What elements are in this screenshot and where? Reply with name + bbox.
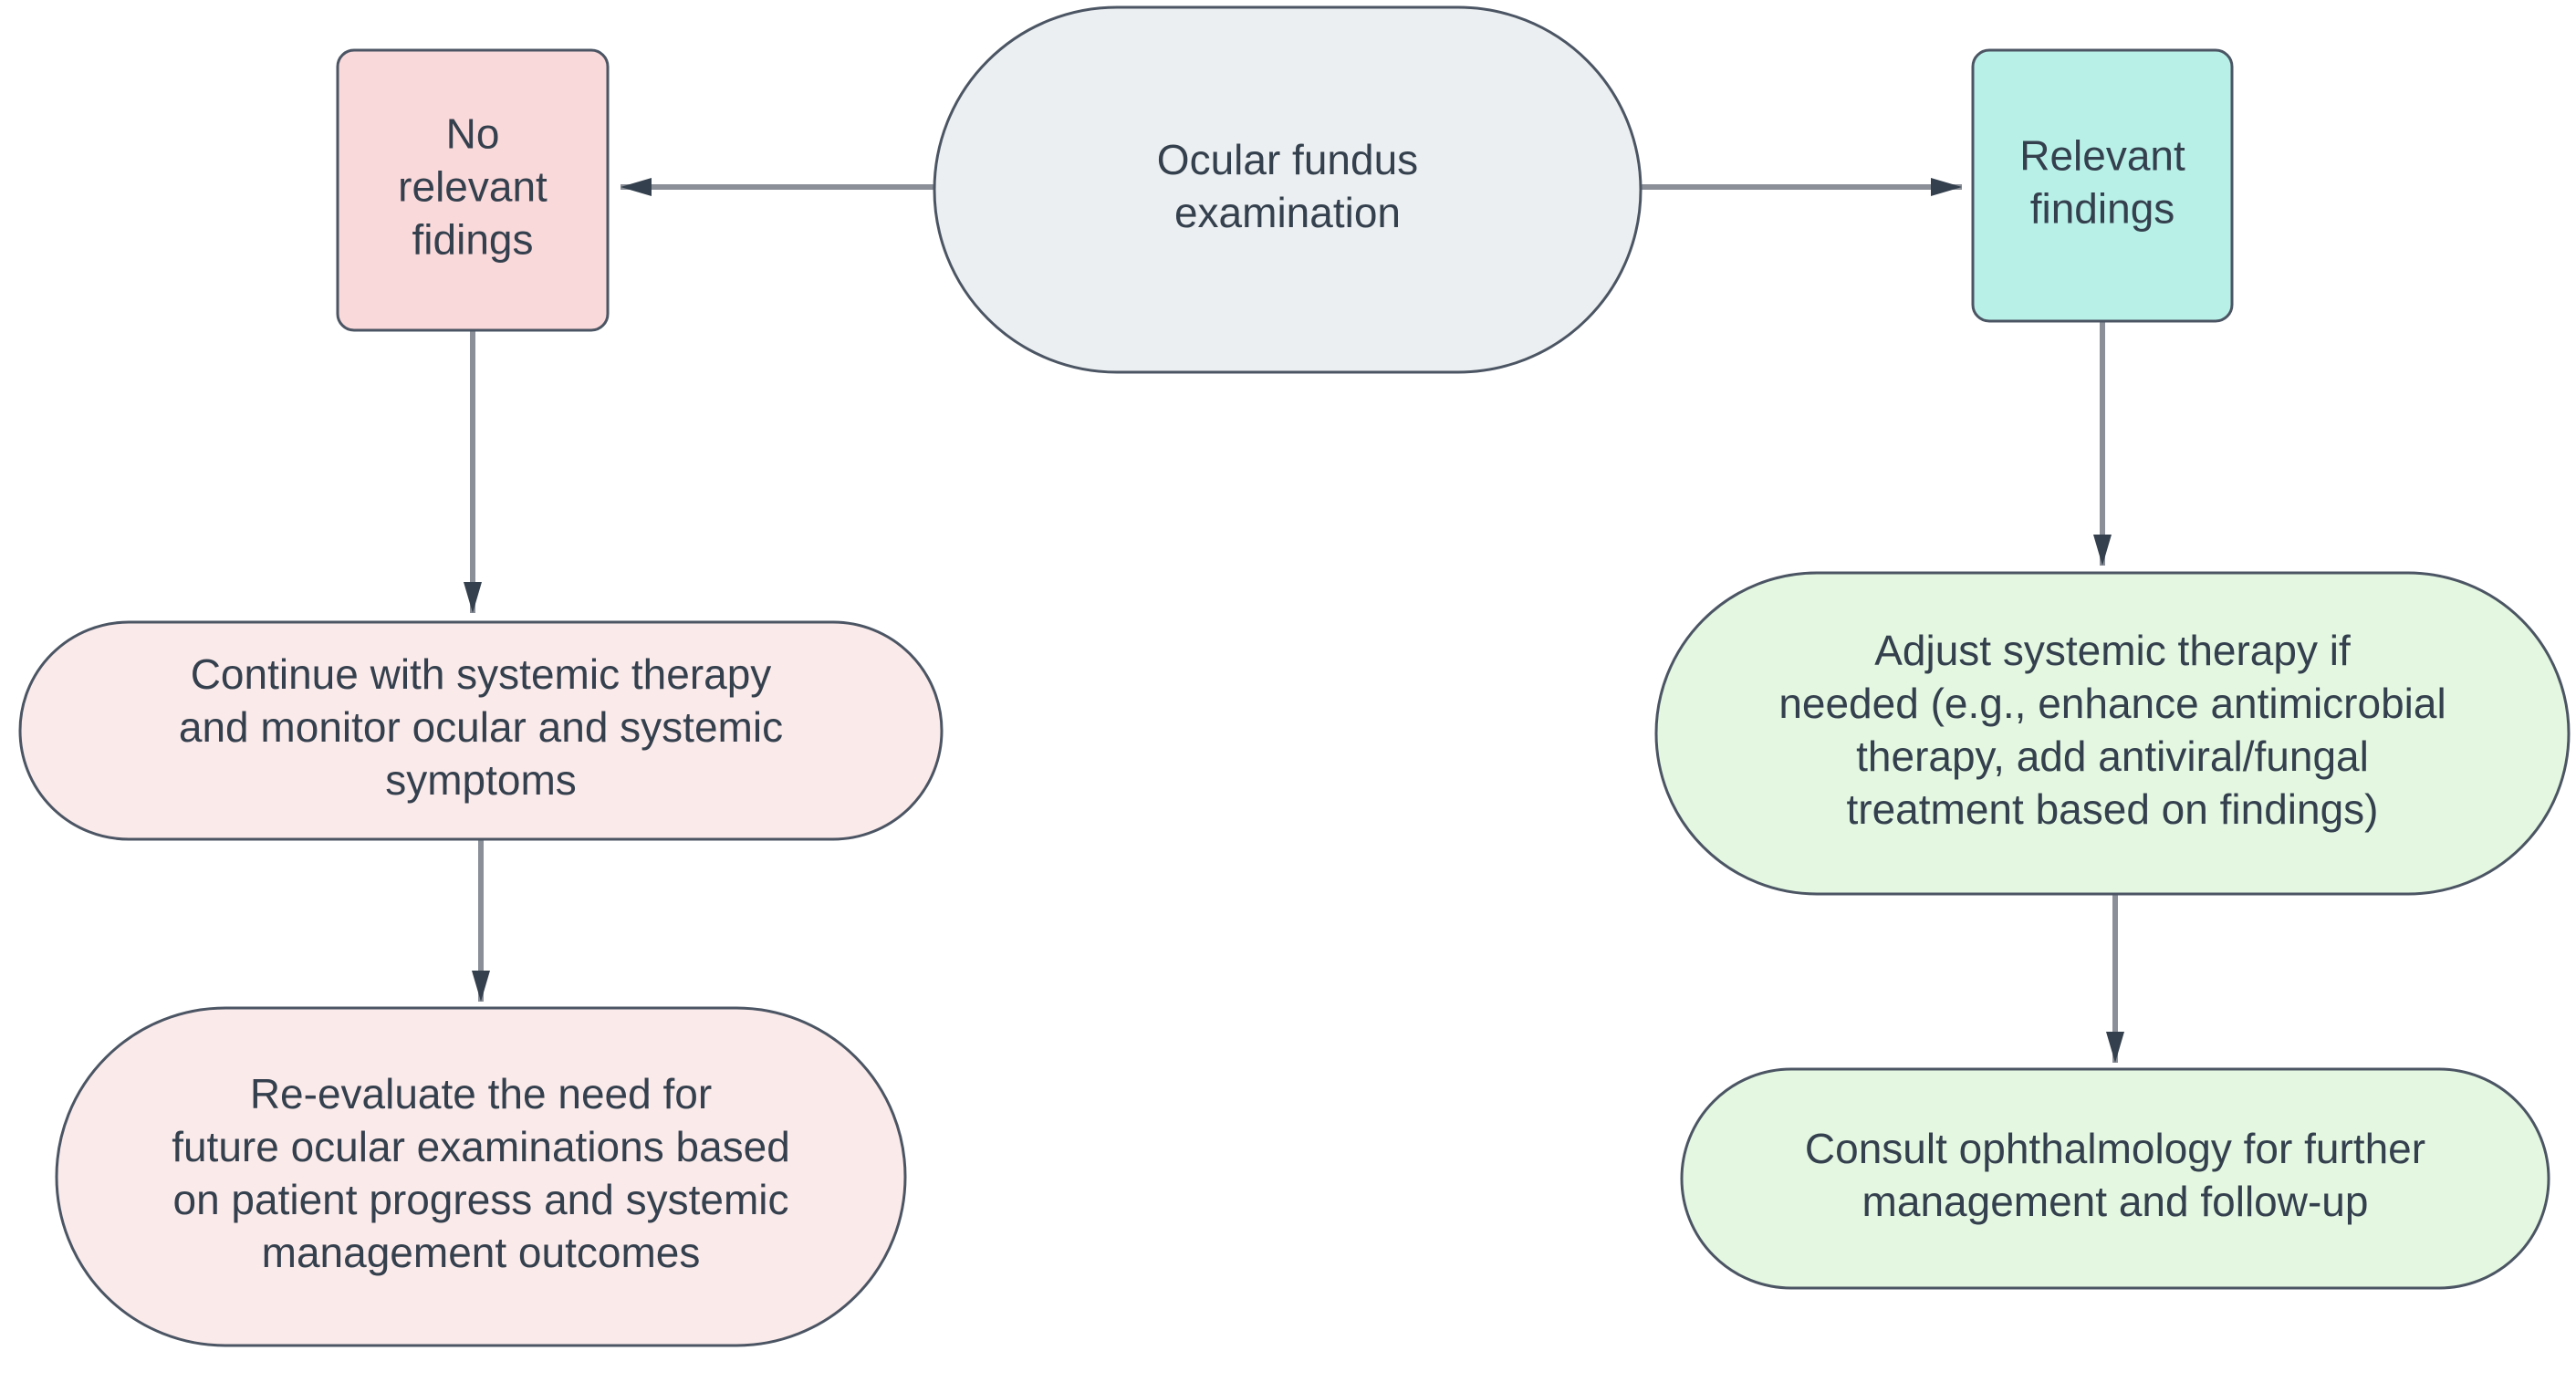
node-shape[interactable] xyxy=(1654,571,2571,896)
node-consult-ophthalmology[interactable]: Consult ophthalmology for further managem… xyxy=(1680,1067,2550,1290)
edges-layer xyxy=(464,178,2124,1063)
edge-start-to-no-findings xyxy=(621,178,934,196)
node-label-line: findings xyxy=(2030,185,2175,233)
nodes-layer: Ocular fundus examination No relevant fiding… xyxy=(18,5,2571,1347)
node-label: No relevant fidings xyxy=(398,110,548,264)
node-label-line: on patient progress and systemic xyxy=(172,1176,788,1223)
node-label-line: relevant xyxy=(398,163,548,211)
node-label-line: fidings xyxy=(412,216,534,264)
arrowhead-icon xyxy=(1931,178,1962,196)
node-adjust-therapy[interactable]: Adjust systemic therapy if needed (e.g., … xyxy=(1654,571,2571,896)
node-label: Re-evaluate the need for future ocular ex… xyxy=(172,1070,790,1276)
arrowhead-icon xyxy=(2093,535,2112,566)
node-label-line: and monitor ocular and systemic xyxy=(179,703,783,751)
node-label-line: needed (e.g., enhance antimicrobial xyxy=(1778,680,2446,727)
node-label-line: Ocular fundus xyxy=(1157,136,1418,183)
node-label-line: Consult ophthalmology for further xyxy=(1805,1125,2425,1172)
edge-relevant-to-adjust xyxy=(2093,321,2112,566)
edge-start-to-relevant-findings xyxy=(1640,178,1962,196)
arrowhead-icon xyxy=(464,582,482,613)
node-shape[interactable] xyxy=(55,1006,907,1347)
node-label-line: future ocular examinations based xyxy=(172,1123,790,1170)
node-shape[interactable] xyxy=(18,620,944,841)
node-relevant-findings[interactable]: Relevant findings xyxy=(1971,48,2234,323)
arrowhead-icon xyxy=(472,971,490,1002)
node-label-line: Re-evaluate the need for xyxy=(250,1070,712,1117)
node-shape[interactable] xyxy=(933,5,1643,374)
node-label: Relevant findings xyxy=(2019,132,2185,233)
node-label-line: treatment based on findings) xyxy=(1846,785,2378,833)
edge-adjust-to-consult xyxy=(2106,894,2124,1063)
edge-no-findings-to-continue xyxy=(464,330,482,613)
node-label: Adjust systemic therapy if needed (e.g., … xyxy=(1778,627,2446,833)
node-label-line: No xyxy=(446,110,500,158)
node-label-line: examination xyxy=(1174,189,1401,236)
node-label-line: Relevant xyxy=(2019,132,2185,180)
node-start[interactable]: Ocular fundus examination xyxy=(933,5,1643,374)
node-label-line: management outcomes xyxy=(262,1229,701,1276)
node-shape[interactable] xyxy=(336,48,610,332)
node-label-line: symptoms xyxy=(385,756,577,804)
node-no-findings[interactable]: No relevant fidings xyxy=(336,48,610,332)
arrowhead-icon xyxy=(2106,1032,2124,1063)
edge-continue-to-re-evaluate xyxy=(472,839,490,1002)
node-label: Ocular fundus examination xyxy=(1157,136,1418,236)
node-label-line: management and follow-up xyxy=(1862,1178,2369,1225)
node-label: Consult ophthalmology for further managem… xyxy=(1805,1125,2425,1225)
arrowhead-icon xyxy=(621,178,652,196)
node-shape[interactable] xyxy=(1971,48,2234,323)
node-re-evaluate[interactable]: Re-evaluate the need for future ocular ex… xyxy=(55,1006,907,1347)
node-continue-systemic[interactable]: Continue with systemic therapy and monito… xyxy=(18,620,944,841)
node-label-line: Adjust systemic therapy if xyxy=(1874,627,2351,674)
node-label-line: Continue with systemic therapy xyxy=(191,650,772,698)
node-label-line: therapy, add antiviral/fungal xyxy=(1856,733,2369,780)
node-label: Continue with systemic therapy and monito… xyxy=(179,650,783,804)
node-shape[interactable] xyxy=(1680,1067,2550,1290)
